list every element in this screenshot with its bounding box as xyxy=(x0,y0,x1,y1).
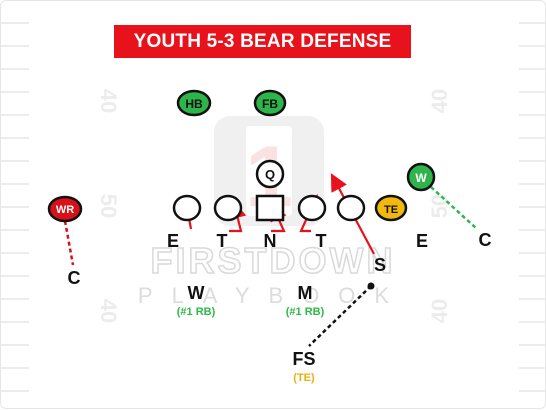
yard-number-left-top: 40 xyxy=(96,89,121,113)
lineman-circle xyxy=(213,194,243,222)
corner-right-coverage xyxy=(430,186,478,230)
defense-will: W xyxy=(188,283,205,303)
page-title: YOUTH 5-3 BEAR DEFENSE xyxy=(114,25,411,58)
qb-label: Q xyxy=(265,167,275,182)
strong-safety-origin-dot xyxy=(367,282,375,290)
defense-corner-left: C xyxy=(68,268,81,288)
fb-label: FB xyxy=(262,97,278,111)
fb-circle xyxy=(253,89,287,117)
free-safety-coverage xyxy=(308,285,372,347)
defense-strong-safety: S xyxy=(374,255,386,275)
watermark-playbook: PLAYBOOK xyxy=(138,283,408,308)
w-label: W xyxy=(415,171,427,185)
defense-free-safety: FS xyxy=(292,349,315,369)
free-safety-key: (TE) xyxy=(293,372,315,384)
yard-number-right-mid: 50 xyxy=(427,194,452,218)
corner-left-coverage xyxy=(63,220,75,266)
defense-corner-right: C xyxy=(479,230,492,250)
will-key: (#1 RB) xyxy=(177,306,216,318)
yard-number-left-mid: 50 xyxy=(96,194,121,218)
lineman-circle xyxy=(336,194,366,222)
mike-key: (#1 RB) xyxy=(286,306,325,318)
defense-end-right: E xyxy=(416,231,428,251)
center-square xyxy=(255,194,285,222)
defense-end-left: E xyxy=(167,231,179,251)
lineman-circle xyxy=(172,194,202,222)
hb-circle xyxy=(176,89,212,117)
w-circle xyxy=(406,162,436,192)
wr-circle xyxy=(47,195,83,223)
offensive-line xyxy=(172,194,366,222)
watermark-firstdown: FIRSTDOWN xyxy=(151,240,396,281)
hb-label: HB xyxy=(185,97,203,111)
hash-marks xyxy=(1,22,546,392)
yard-number-left-bot: 40 xyxy=(96,299,121,323)
wr-label: WR xyxy=(56,204,74,216)
te-circle xyxy=(374,194,408,222)
defense-tackle-left: T xyxy=(217,231,228,251)
defense-nose: N xyxy=(264,231,277,251)
te-label: TE xyxy=(384,204,398,216)
qb-circle xyxy=(255,159,285,189)
defense-mike: M xyxy=(298,283,313,303)
yard-number-right-bot: 40 xyxy=(427,299,452,323)
yard-number-right-top: 40 xyxy=(427,89,452,113)
defense-tackle-right: T xyxy=(316,231,327,251)
lineman-circle xyxy=(297,194,327,222)
